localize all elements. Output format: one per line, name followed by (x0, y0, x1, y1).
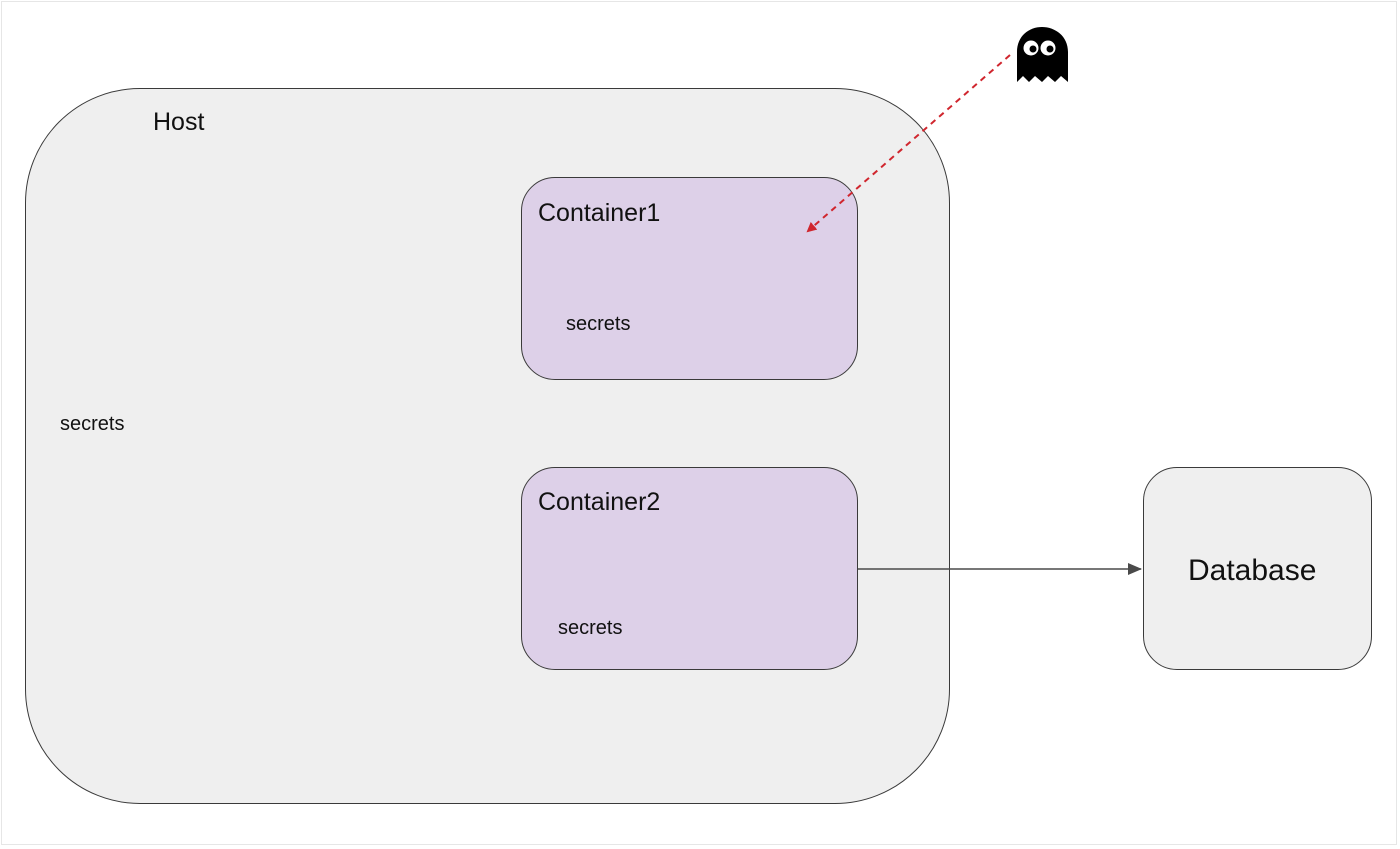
container1-box (521, 177, 858, 380)
container2-secrets-label: secrets (558, 617, 623, 639)
container2-box (521, 467, 858, 670)
container1-title: Container1 (538, 199, 661, 227)
container1-secrets-label: secrets (566, 313, 631, 335)
ghost-icon (1017, 27, 1068, 82)
container2-title: Container2 (538, 488, 661, 516)
host-title: Host (153, 108, 205, 136)
host-secrets-label: secrets (60, 413, 125, 435)
database-title: Database (1188, 554, 1317, 587)
database-box (1143, 467, 1372, 670)
attack-arrow (806, 54, 1011, 233)
